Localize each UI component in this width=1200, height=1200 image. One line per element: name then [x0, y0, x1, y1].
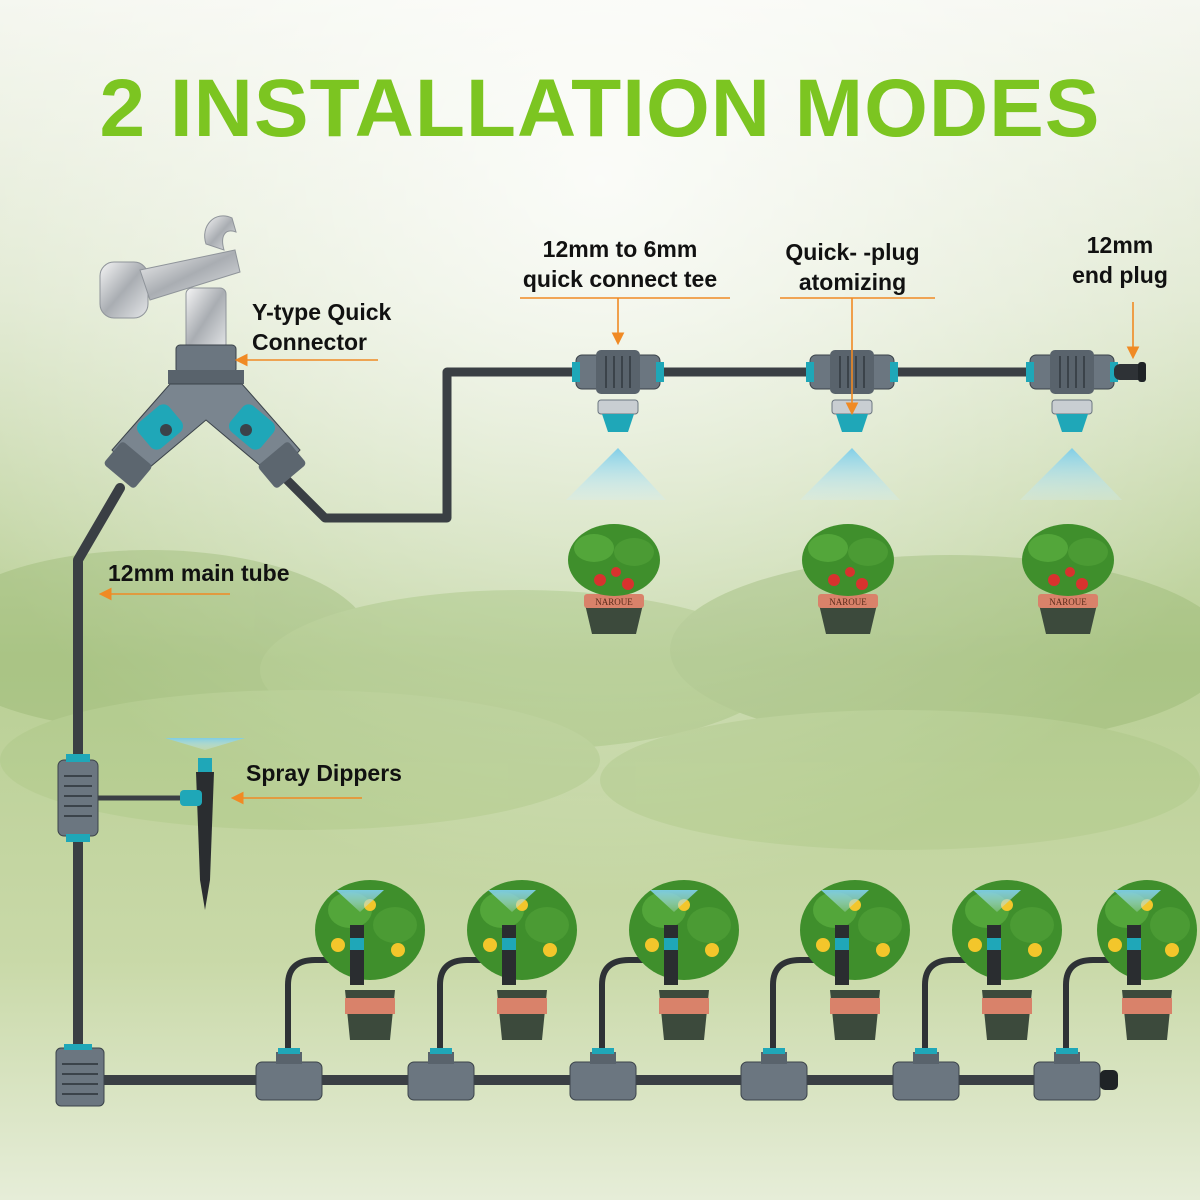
label-y-connector-line-2: Connector [252, 329, 367, 355]
label-spray-dippers: Spray Dippers [246, 760, 402, 786]
pot-brand-1: NAROUE [595, 597, 633, 607]
end-plug-icon [1114, 362, 1146, 382]
label-y-connector-line-1: Y-type Quick [252, 299, 392, 325]
lemon-pot-2 [467, 880, 577, 1040]
pot-brand-3: NAROUE [1049, 597, 1087, 607]
bottom-tee-connectors [255, 1048, 1118, 1101]
plant-pot-icon-1 [568, 524, 660, 634]
lemon-pot-4 [800, 880, 910, 1040]
nozzle-icon-3 [1051, 399, 1093, 432]
lemon-pot-3 [629, 880, 739, 1040]
callout-arrows [98, 297, 1140, 805]
lemon-pot-5 [952, 880, 1062, 1040]
label-atomizing-line-2: atomizing [798, 269, 907, 295]
label-end-plug-line-1: 12mm [1086, 232, 1154, 258]
label-tee: 12mm to 6mm quick connect tee [505, 234, 735, 294]
faucet-icon [99, 215, 241, 351]
nozzle-icon-1 [597, 399, 639, 432]
riser-tubes [285, 957, 1121, 1058]
page-title: 2 INSTALLATION MODES [99, 63, 1101, 154]
label-end-plug: 12mm end plug [1060, 230, 1180, 290]
upper-tee-3 [1026, 350, 1118, 394]
label-end-plug-line-2: end plug [1072, 262, 1168, 288]
upper-tee-1 [572, 350, 664, 394]
plant-pot-icon-2 [802, 524, 894, 634]
pot-brand-2: NAROUE [829, 597, 867, 607]
label-y-connector: Y-type Quick Connector [252, 297, 391, 357]
stake-sprayer-icon [165, 738, 245, 910]
plant-pot-icon-3 [1022, 524, 1114, 634]
corner-elbow-connector [55, 1044, 105, 1107]
lemon-plant-row [315, 880, 1197, 1040]
lemon-pot-1 [315, 880, 425, 1040]
label-tee-line-1: 12mm to 6mm [542, 236, 698, 262]
side-tee-connector [57, 754, 99, 842]
y-connector-icon [104, 344, 306, 488]
label-main-tube: 12mm main tube [108, 560, 290, 586]
mist-spray-1 [566, 448, 666, 500]
mist-spray-3 [1020, 448, 1122, 500]
lemon-pot-6 [1097, 880, 1197, 1040]
label-atomizing-line-1: Quick- -plug [785, 239, 920, 265]
label-tee-line-2: quick connect tee [522, 266, 718, 292]
label-atomizing: Quick- -plug atomizing [765, 237, 940, 297]
mist-spray-2 [800, 448, 900, 500]
